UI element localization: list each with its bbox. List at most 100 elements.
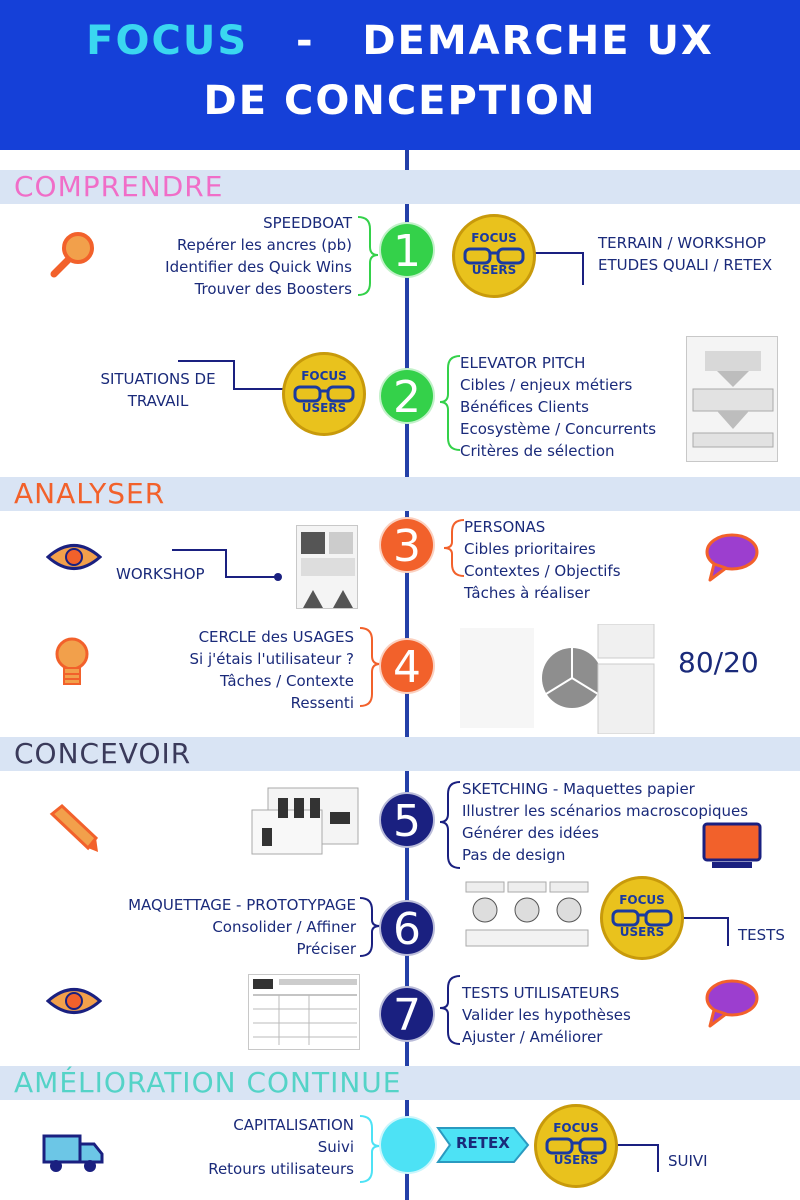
speech-bubble-icon xyxy=(705,979,759,1028)
speech-bubble-icon xyxy=(705,533,759,582)
step-6-right-text: TESTS xyxy=(738,924,798,946)
section-label-analyser: ANALYSER xyxy=(14,477,166,510)
badge-2-line1: FOCUS xyxy=(301,369,347,383)
retex-label: RETEX xyxy=(456,1134,510,1152)
truck-icon xyxy=(42,1134,104,1172)
focus-users-badge-3: FOCUS USERS xyxy=(600,876,684,960)
elevator-pitch-thumbnail xyxy=(686,336,778,462)
s8-left-0: CAPITALISATION xyxy=(233,1116,354,1134)
brace-s7-right xyxy=(439,975,461,1045)
s3-right-3: Tâches à réaliser xyxy=(464,584,590,602)
step-6-circle: 6 xyxy=(379,900,435,956)
brace-s4-left xyxy=(359,627,381,707)
s1-left-1: Repérer les ancres (pb) xyxy=(176,236,352,254)
s2-left-1: TRAVAIL xyxy=(127,392,189,410)
focus-users-badge-2: FOCUS USERS xyxy=(282,352,366,436)
s4-left-3: Ressenti xyxy=(290,694,354,712)
lightbulb-icon xyxy=(55,637,89,685)
retex-arrow xyxy=(436,1127,530,1163)
s1-left-2: Identifier des Quick Wins xyxy=(165,258,352,276)
s3-right-1: Cibles prioritaires xyxy=(464,540,596,558)
eye-icon xyxy=(46,544,102,570)
header-title-line1: FOCUS - DEMARCHE UX xyxy=(0,18,800,64)
ratio-80-20: 80/20 xyxy=(678,646,759,679)
s5-right-2: Générer des idées xyxy=(462,824,599,842)
step-2-circle: 2 xyxy=(379,368,435,424)
step-4-circle: 4 xyxy=(379,638,435,694)
step-7-circle: 7 xyxy=(379,986,435,1042)
header-title-line2: DE CONCEPTION xyxy=(203,78,597,124)
s3-right-2: Contextes / Objectifs xyxy=(464,562,621,580)
monitor-icon xyxy=(702,822,762,868)
step-3-circle: 3 xyxy=(379,517,435,573)
s7-right-1: Valider les hypothèses xyxy=(462,1006,631,1024)
sketching-thumbnail xyxy=(248,784,364,856)
eye-icon xyxy=(46,988,102,1014)
magnifier-icon xyxy=(50,232,94,278)
s2-left-0: SITUATIONS DE xyxy=(100,370,216,388)
section-label-amelioration: AMÉLIORATION CONTINUE xyxy=(14,1066,402,1099)
s6-left-0: MAQUETTAGE - PROTOTYPAGE xyxy=(128,896,356,914)
section-analyser: ANALYSER xyxy=(0,477,800,511)
glasses-icon xyxy=(545,1137,607,1155)
s2-right-1: Cibles / enjeux métiers xyxy=(460,376,633,394)
header-focus: FOCUS xyxy=(86,18,249,64)
brace-s6-left xyxy=(359,897,381,957)
s2-right-0: ELEVATOR PITCH xyxy=(460,354,586,372)
focus-users-badge-4: FOCUS USERS xyxy=(534,1104,618,1188)
s6-left-1: Consolider / Affiner xyxy=(212,918,356,936)
connector-s3 xyxy=(172,549,278,578)
s7-right-2: Ajuster / Améliorer xyxy=(462,1028,603,1046)
step-5-right-text: SKETCHING - Maquettes papier Illustrer l… xyxy=(462,778,762,866)
prototype-thumbnail xyxy=(464,880,590,952)
connector-s1 xyxy=(520,252,584,285)
header-banner: FOCUS - DEMARCHE UX DE CONCEPTION xyxy=(0,0,800,150)
connector-s8 xyxy=(612,1144,659,1172)
badge-3-line1: FOCUS xyxy=(619,893,665,907)
badge-1-line1: FOCUS xyxy=(471,231,517,245)
s7-right-0: TESTS UTILISATEURS xyxy=(462,984,620,1002)
step-1-circle: 1 xyxy=(379,222,435,278)
s3-left-0: WORKSHOP xyxy=(116,565,205,583)
step-8-left-text: CAPITALISATION Suivi Retours utilisateur… xyxy=(100,1114,354,1180)
s8-right-0: SUIVI xyxy=(668,1152,708,1170)
badge-4-line2: USERS xyxy=(553,1153,599,1167)
step-1-right-text: TERRAIN / WORKSHOP ETUDES QUALI / RETEX xyxy=(598,232,798,276)
s4-left-0: CERCLE des USAGES xyxy=(198,628,354,646)
header-dash: - xyxy=(295,18,315,64)
badge-2-line2: USERS xyxy=(301,401,347,415)
s8-left-1: Suivi xyxy=(317,1138,354,1156)
step-5-circle: 5 xyxy=(379,792,435,848)
glasses-icon xyxy=(611,909,673,927)
step-7-right-text: TESTS UTILISATEURS Valider les hypothèse… xyxy=(462,982,682,1048)
usage-circle-thumbnail xyxy=(460,623,656,735)
glasses-icon xyxy=(293,385,355,403)
step-8-circle xyxy=(379,1116,437,1174)
s6-left-2: Préciser xyxy=(296,940,356,958)
tests-thumbnail xyxy=(248,974,360,1050)
s3-right-0: PERSONAS xyxy=(464,518,546,536)
s2-right-2: Bénéfices Clients xyxy=(460,398,590,416)
step-8-right-text: SUIVI xyxy=(668,1150,748,1172)
step-2-right-text: ELEVATOR PITCH Cibles / enjeux métiers B… xyxy=(460,352,680,462)
s1-right-0: TERRAIN / WORKSHOP xyxy=(598,234,766,252)
persona-thumbnail xyxy=(296,525,358,609)
section-label-concevoir: CONCEVOIR xyxy=(14,737,192,770)
s5-right-3: Pas de design xyxy=(462,846,566,864)
s4-left-1: Si j'étais l'utilisateur ? xyxy=(189,650,354,668)
section-amelioration: AMÉLIORATION CONTINUE xyxy=(0,1066,800,1100)
brace-s2-right xyxy=(439,355,461,451)
section-label-comprendre: COMPRENDRE xyxy=(14,170,224,203)
header-title-part1: DEMARCHE UX xyxy=(362,18,714,64)
step-3-right-text: PERSONAS Cibles prioritaires Contextes /… xyxy=(464,516,664,604)
brace-s8-left xyxy=(359,1115,381,1183)
brace-s5-right xyxy=(439,781,461,869)
s4-left-2: Tâches / Contexte xyxy=(220,672,354,690)
focus-users-badge-1: FOCUS USERS xyxy=(452,214,536,298)
step-6-left-text: MAQUETTAGE - PROTOTYPAGE Consolider / Af… xyxy=(60,894,356,960)
step-4-left-text: CERCLE des USAGES Si j'étais l'utilisate… xyxy=(100,626,354,714)
s1-right-1: ETUDES QUALI / RETEX xyxy=(598,256,773,274)
s1-left-0: SPEEDBOAT xyxy=(263,214,352,232)
step-3-left-text: WORKSHOP xyxy=(116,563,236,585)
brace-s1-left xyxy=(357,216,379,296)
